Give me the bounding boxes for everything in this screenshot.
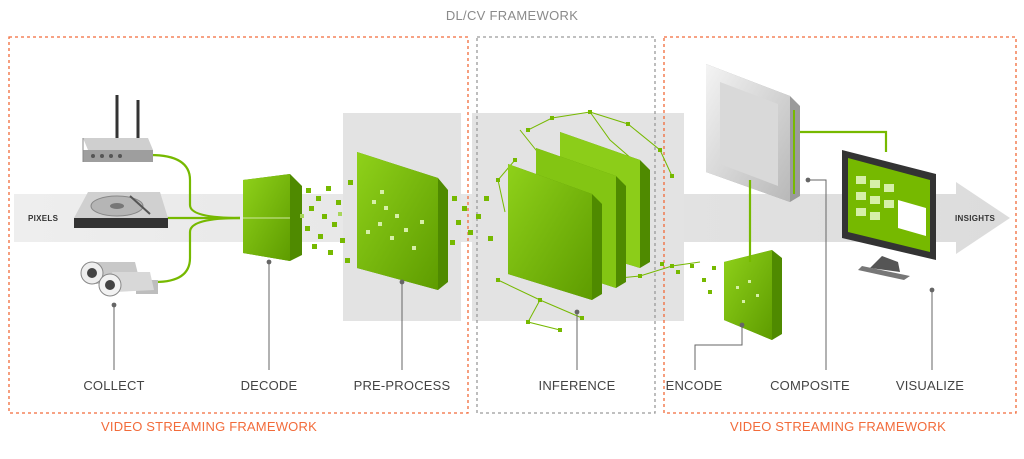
dlcv-framework-title: DL/CV FRAMEWORK (445, 8, 579, 23)
composite-connectors (748, 130, 888, 262)
decode-block (243, 174, 302, 261)
stage-preprocess-label: PRE-PROCESS (353, 378, 451, 393)
leader-lines (113, 179, 933, 370)
dlcv-framework-frame (476, 36, 656, 414)
left-video-framework-label: VIDEO STREAMING FRAMEWORK (101, 419, 317, 434)
pixel-particles-2 (450, 196, 493, 245)
right-video-framework-label: VIDEO STREAMING FRAMEWORK (730, 419, 946, 434)
server-box-icon (706, 64, 800, 202)
insights-label: INSIGHTS (955, 214, 996, 223)
stage-inference-label: INFERENCE (538, 378, 616, 393)
stage-collect-label: COLLECT (83, 378, 145, 393)
stage-decode-label: DECODE (240, 378, 298, 393)
inference-blocks (508, 132, 650, 300)
wireless-router-icon (82, 95, 153, 162)
left-video-framework-frame (8, 36, 469, 414)
encode-block (724, 250, 782, 340)
preprocess-block (357, 152, 448, 290)
monitor-dashboard-icon (842, 150, 936, 280)
pixels-label: PIXELS (28, 214, 59, 223)
stage-composite-label: COMPOSITE (770, 378, 850, 393)
hard-drive-icon (74, 192, 168, 228)
leader-dots (111, 177, 935, 328)
neural-network-nodes (496, 110, 674, 332)
stage-encode-label: ENCODE (665, 378, 723, 393)
right-video-framework-frame (663, 36, 1017, 414)
pixel-particles-1 (300, 180, 353, 263)
pixel-particles-3 (660, 262, 716, 294)
stage-visualize-label: VISUALIZE (895, 378, 965, 393)
security-camera-icon (80, 261, 158, 297)
source-connectors (149, 153, 241, 284)
